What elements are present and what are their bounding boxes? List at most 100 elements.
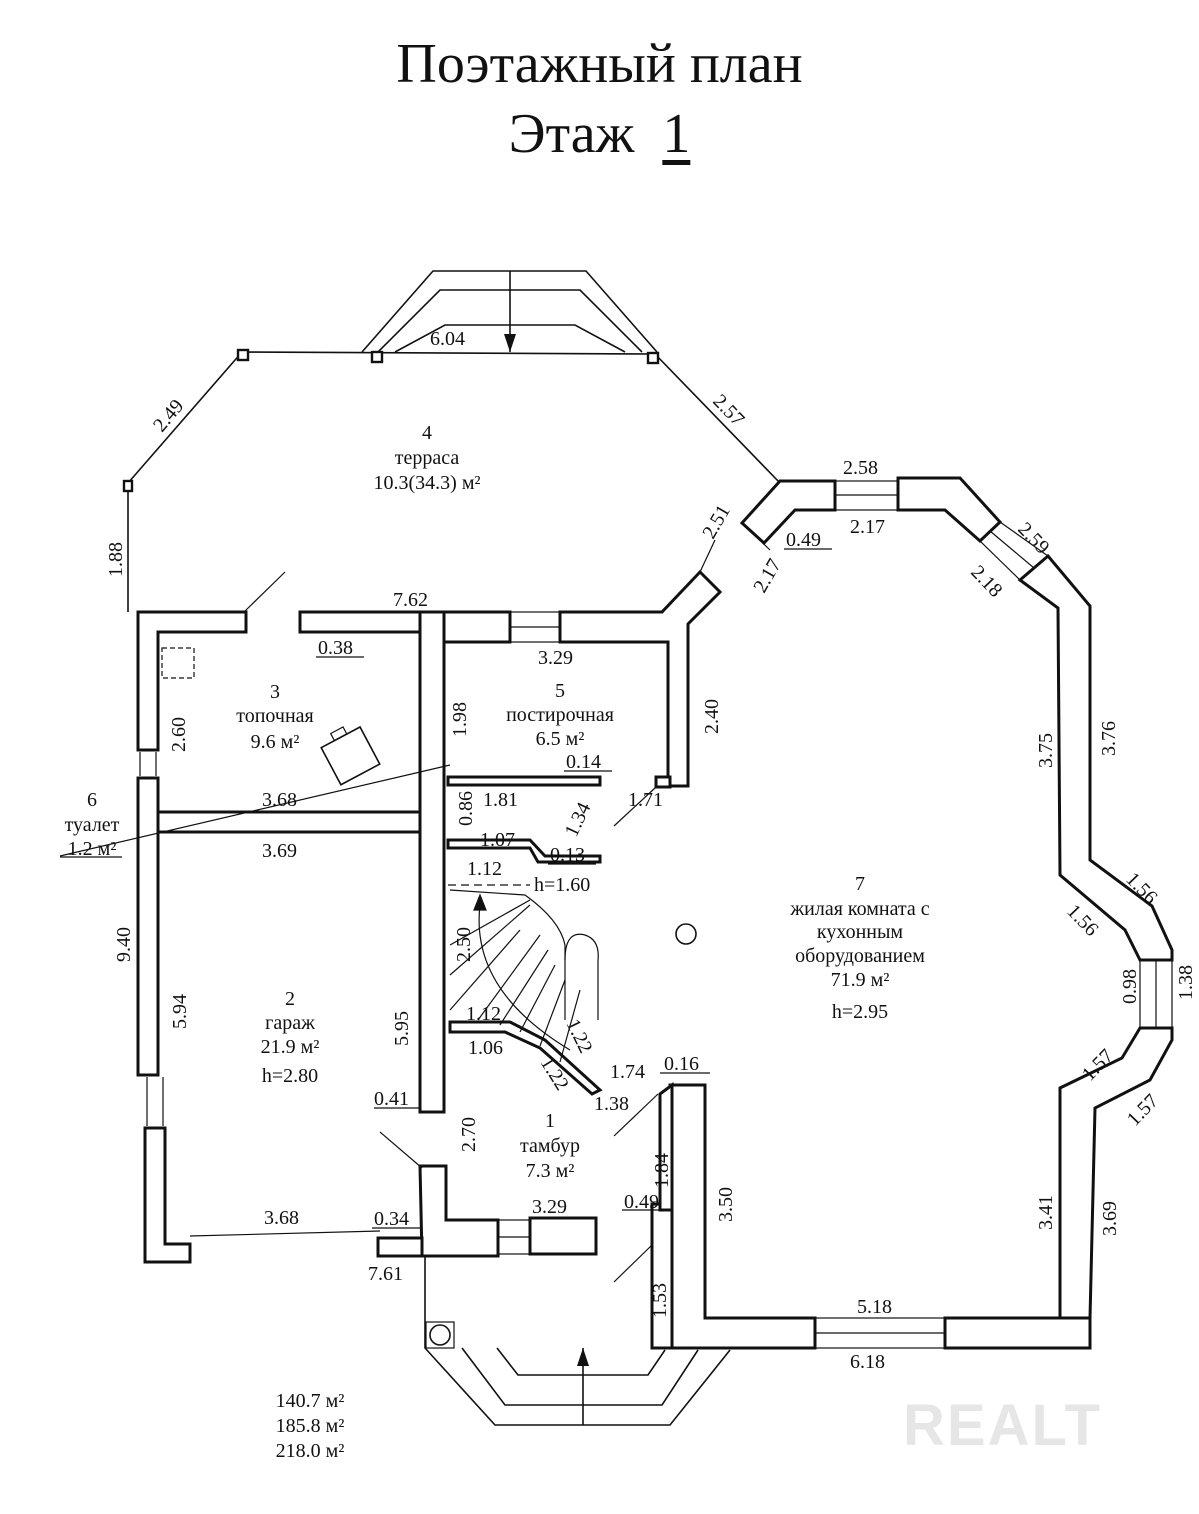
svg-text:5: 5 [555,680,565,702]
svg-text:1.71: 1.71 [628,789,663,811]
svg-text:185.8 м²: 185.8 м² [276,1415,345,1437]
area-totals: 140.7 м² 185.8 м² 218.0 м² [276,1390,345,1462]
terrace-steps [361,270,658,353]
svg-text:2.59: 2.59 [1013,518,1053,558]
staircase [449,889,599,1063]
chimney-icon [675,923,697,945]
dimension-labels: 6.04 2.49 2.57 1.88 2.58 2.17 2.51 2.17 … [105,328,1197,1373]
plan-title: Поэтажный план [396,33,803,95]
svg-text:1.34: 1.34 [561,799,596,840]
svg-text:21.9 м²: 21.9 м² [261,1036,320,1058]
svg-text:1.81: 1.81 [483,789,518,811]
svg-text:3.68: 3.68 [262,789,297,811]
svg-text:1.88: 1.88 [105,542,127,577]
svg-text:0.86: 0.86 [455,791,477,826]
svg-text:0.34: 0.34 [374,1208,409,1230]
svg-text:5.94: 5.94 [169,994,191,1029]
svg-text:0.14: 0.14 [566,751,601,773]
entrance-steps [424,1256,731,1426]
svg-text:1.98: 1.98 [449,702,471,737]
toilet-fixture [161,647,195,679]
svg-text:1.38: 1.38 [594,1093,629,1115]
svg-text:1.07: 1.07 [480,829,515,851]
svg-text:2.57: 2.57 [708,390,748,430]
svg-text:0.49: 0.49 [624,1191,659,1213]
svg-text:оборудованием: оборудованием [795,945,925,967]
svg-text:3.29: 3.29 [538,647,573,669]
svg-text:3.76: 3.76 [1098,721,1120,756]
svg-text:7.62: 7.62 [393,589,428,611]
svg-text:7: 7 [855,873,865,895]
svg-text:6.04: 6.04 [430,328,465,350]
svg-text:0.41: 0.41 [374,1088,409,1110]
boiler-icon [320,725,381,786]
svg-text:0.13: 0.13 [550,844,585,866]
svg-text:h=2.80: h=2.80 [262,1065,318,1087]
svg-text:2.17: 2.17 [850,516,885,538]
svg-text:h=2.95: h=2.95 [832,1001,888,1023]
svg-text:7.61: 7.61 [368,1263,403,1285]
svg-text:71.9 м²: 71.9 м² [831,969,890,991]
svg-text:1.2 м²: 1.2 м² [68,838,117,860]
leader-lines [59,522,771,1283]
svg-text:6: 6 [87,789,97,811]
svg-text:0.38: 0.38 [318,637,353,659]
room-5-label: 5 постирочная 6.5 м² [506,680,614,750]
svg-text:2.58: 2.58 [843,457,878,479]
svg-text:1.57: 1.57 [1123,1090,1163,1130]
svg-text:3: 3 [270,681,280,703]
floor-title: Этаж 1 [0,104,1199,164]
svg-text:туалет: туалет [65,814,120,836]
svg-text:3.29: 3.29 [532,1196,567,1218]
svg-text:9.40: 9.40 [113,927,135,962]
svg-text:2.17: 2.17 [749,555,786,596]
svg-text:1.38: 1.38 [1175,965,1197,1000]
stair-height: h=1.60 [534,874,590,896]
svg-text:0.16: 0.16 [664,1053,699,1075]
svg-text:3.69: 3.69 [262,840,297,862]
svg-text:2.40: 2.40 [701,699,723,734]
svg-text:постирочная: постирочная [506,704,614,726]
room-6-label: 6 туалет 1.2 м² [65,789,120,860]
svg-text:4: 4 [422,422,432,444]
svg-text:гараж: гараж [265,1012,315,1034]
svg-text:2: 2 [285,988,295,1010]
svg-text:1.74: 1.74 [610,1061,645,1083]
svg-text:9.6 м²: 9.6 м² [251,731,300,753]
svg-text:тамбур: тамбур [520,1135,580,1157]
svg-text:0.49: 0.49 [786,529,821,551]
svg-text:218.0 м²: 218.0 м² [276,1440,345,1462]
svg-text:2.49: 2.49 [149,395,188,436]
svg-text:жилая комната с: жилая комната с [789,898,929,920]
terrace-posts [122,348,660,493]
svg-text:1: 1 [545,1110,555,1132]
svg-text:1.53: 1.53 [649,1283,671,1318]
room-1-label: 1 тамбур 7.3 м² [520,1110,580,1182]
svg-text:7.3 м²: 7.3 м² [526,1160,575,1182]
floor-number: 1 [662,103,691,165]
svg-text:2.70: 2.70 [458,1117,480,1152]
svg-text:1.12: 1.12 [466,1003,501,1025]
svg-text:10.3(34.3) м²: 10.3(34.3) м² [374,472,481,494]
room-7-label: 7 жилая комната с кухонным оборудованием… [789,873,929,1023]
svg-text:140.7 м²: 140.7 м² [276,1390,345,1412]
windows [139,480,1173,1349]
svg-text:3.41: 3.41 [1035,1195,1057,1230]
floor-label: Этаж [508,103,635,165]
svg-text:1.84: 1.84 [651,1153,673,1188]
svg-text:2.18: 2.18 [966,561,1006,601]
svg-text:3.69: 3.69 [1099,1201,1121,1236]
svg-text:0.98: 0.98 [1119,969,1141,1004]
svg-text:топочная: топочная [236,705,314,727]
room-2-label: 2 гараж 21.9 м² h=2.80 [261,988,320,1087]
room-4-label: 4 терраса 10.3(34.3) м² [374,422,481,494]
svg-text:3.50: 3.50 [715,1187,737,1222]
svg-text:3.75: 3.75 [1035,733,1057,768]
svg-text:1.06: 1.06 [468,1037,503,1059]
svg-text:2.51: 2.51 [698,501,735,542]
room-3-label: 3 топочная 9.6 м² [236,681,314,753]
svg-text:2.50: 2.50 [453,927,475,962]
svg-text:кухонным: кухонным [817,921,904,943]
watermark-logo: REALT [903,1393,1102,1458]
